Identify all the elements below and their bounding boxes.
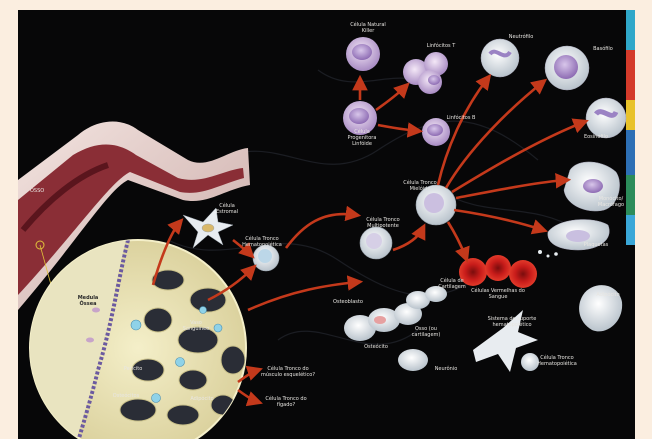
support-system-label: Sistema de suporte hematopoiético (486, 316, 538, 328)
pericyte-label: Pericito (118, 366, 148, 372)
b-lymphocytes-label: Linfócitos B (442, 115, 480, 121)
platelets-label: Plaquetas (576, 242, 616, 248)
cartilage-label: Célula de Cartilagem (430, 278, 474, 290)
neutrophil-label: Neutrófilo (504, 34, 538, 40)
skeletal-muscle-question-label: Célula Tronco do músculo esquelético? (260, 366, 316, 378)
bone-marrow-detail (18, 240, 250, 439)
diagram-panel: OSSO Medula Óssea Célula Estromal Célula… (18, 10, 635, 439)
t-lymphocytes-label: Linfócitos T (423, 43, 459, 49)
osteocyte-label: Osteócito (358, 344, 394, 350)
myeloid-stem-cell-label: Célula Tronco Mielóide (400, 180, 440, 192)
adipocyte-label: Adipócito (590, 292, 626, 298)
multipotent-stem-cell (360, 227, 392, 259)
basophil (545, 46, 589, 90)
osteoblast-label: Osteoblasto (330, 299, 366, 305)
basophil-label: Basófilo (586, 46, 620, 52)
bone-marrow-label: Medula Óssea (74, 295, 102, 307)
red-blood-cells-label: Células Vermelhas do Sangue (470, 288, 526, 300)
multipotent-stem-cell-label: Célula Tronco Multipotente (360, 217, 406, 229)
eosinophil-label: Eosinófilo (578, 134, 614, 140)
eosinophil (586, 98, 626, 138)
neuron-label: Neurônio (428, 366, 464, 372)
osteocyte (398, 349, 428, 371)
neutrophil (481, 39, 519, 77)
bone-cartilage-label: Osso (ou cartilagem) (404, 326, 448, 338)
platelets (538, 220, 609, 258)
bone-label: OSSO (30, 188, 60, 194)
color-strip (626, 10, 635, 245)
t-lymphocytes (403, 52, 448, 94)
monocyte-label: Monócito/ Macrófago (590, 196, 632, 208)
stem-cell-illustration (18, 10, 635, 439)
marrow-adipocyte-label: Adipócito (186, 396, 218, 402)
hematopoietic-stem-cell-2-label: Célula Tronco Hematopoiética (532, 355, 582, 367)
natural-killer-label: Célula Natural Killer (345, 22, 391, 34)
b-lymphocytes (422, 118, 450, 146)
lymphoid-progenitor-label: Célula Progenitora Linfóide (340, 129, 384, 147)
liver-question-label: Célula Tronco do fígado? (260, 396, 312, 408)
hematopoietic-stem-cell (253, 245, 279, 271)
stromal-cell-label: Célula Estromal (208, 203, 246, 215)
marrow-osteocytes-label: Osteócitos (108, 393, 144, 399)
hematopoietic-stem-cell-label: Célula Tronco Hematopoiética (240, 236, 284, 248)
natural-killer-cell (346, 37, 380, 71)
blood-vessel-label: Vaso Sanguíneo (178, 320, 214, 332)
